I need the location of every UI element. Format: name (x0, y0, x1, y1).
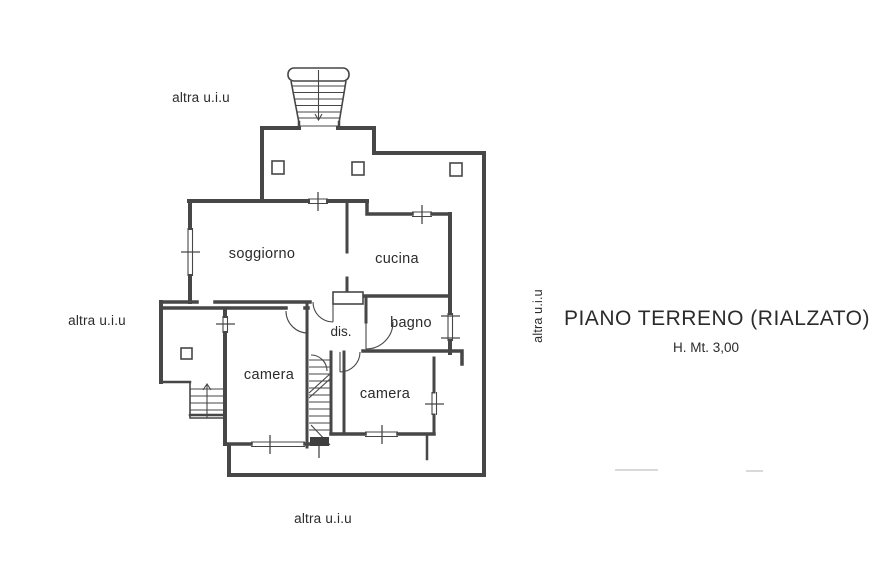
internal-staircase (308, 359, 332, 458)
room-label-camera-left: camera (244, 367, 295, 383)
label-altra-uiu-left: altra u.i.u (68, 313, 126, 328)
label-altra-uiu-right-rotated: altra u.i.u (531, 289, 545, 343)
terrace-pillars (180, 160, 463, 360)
stair-entry-arc (310, 354, 328, 372)
entrance-staircase-top (287, 67, 350, 130)
label-altra-uiu-top: altra u.i.u (172, 90, 230, 105)
room-label-camera-right: camera (360, 386, 411, 402)
room-label-soggiorno: soggiorno (229, 246, 295, 262)
door-soggiorno-dis (312, 301, 334, 323)
scan-artifact-lines (615, 469, 763, 472)
room-label-dis: dis. (330, 324, 351, 339)
room-label-bagno: bagno (390, 315, 432, 331)
interior-walls (305, 201, 452, 449)
porch-staircase-left (188, 383, 225, 419)
plan-subtitle: H. Mt. 3,00 (673, 340, 739, 355)
room-label-cucina: cucina (375, 251, 419, 267)
door-bagno (365, 321, 394, 350)
door-camera-right (339, 351, 361, 373)
plan-title: PIANO TERRENO (RIALZATO) (564, 307, 870, 330)
label-altra-uiu-bottom: altra u.i.u (294, 511, 352, 526)
door-camera-left (285, 310, 309, 334)
exterior-walls (159, 126, 486, 477)
windows (181, 192, 460, 454)
